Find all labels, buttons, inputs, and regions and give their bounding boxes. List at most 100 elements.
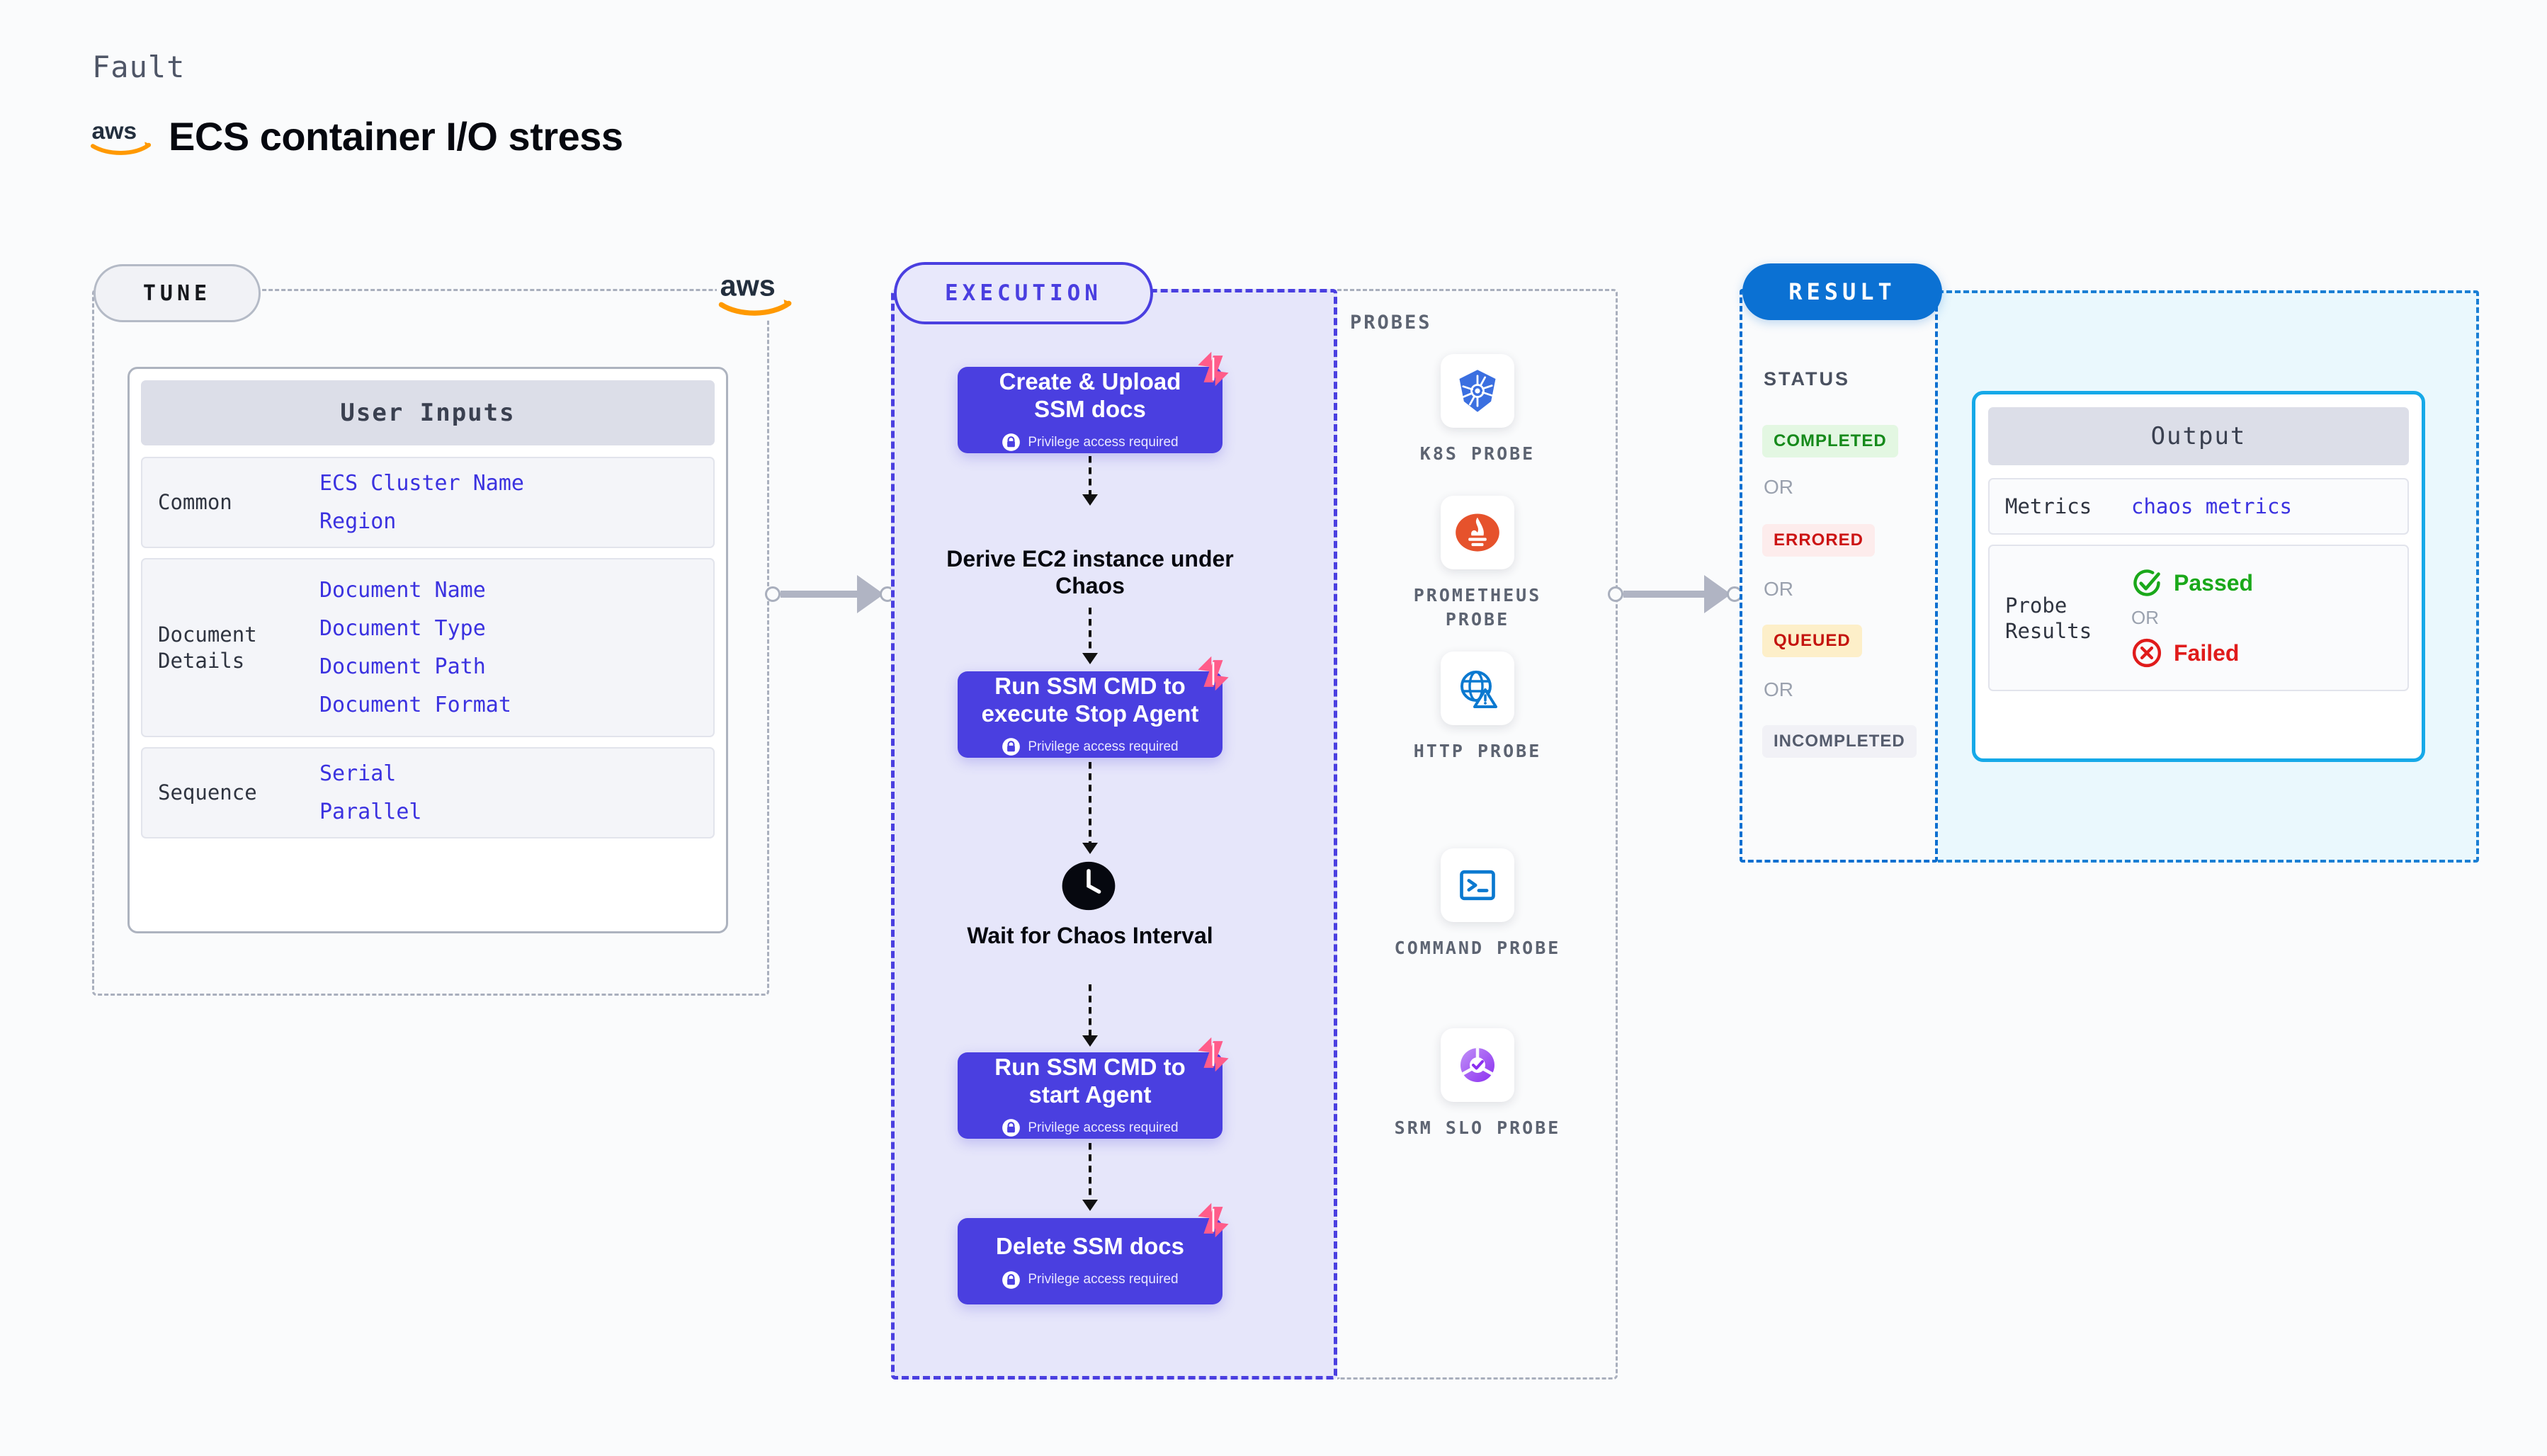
clock-icon	[1062, 861, 1116, 911]
step-title: Run SSM CMD to execute Stop Agent	[981, 672, 1199, 727]
probe-label: HTTP PROBE	[1413, 741, 1542, 761]
arrow-head	[857, 575, 884, 613]
probe-label: PROMETHEUS PROBE	[1413, 585, 1542, 630]
connector-line	[1089, 456, 1091, 496]
fault-eyebrow-label: Fault	[92, 50, 186, 84]
output-title: Output	[1988, 407, 2409, 465]
probe-command[interactable]: COMMAND PROBE	[1392, 848, 1562, 960]
output-metrics-value[interactable]: chaos metrics	[2131, 494, 2292, 519]
input-field-document-name[interactable]: Document Name	[319, 578, 486, 603]
harness-fault-icon	[1198, 1037, 1229, 1072]
harness-fault-icon	[1198, 1202, 1229, 1238]
failed-label: Failed	[2174, 639, 2240, 666]
status-or-label: OR	[1764, 578, 1793, 600]
page-title: ECS container I/O stress	[169, 114, 623, 159]
lock-icon	[1002, 1271, 1021, 1289]
lock-icon	[1002, 738, 1021, 756]
probe-prometheus[interactable]: PROMETHEUS PROBE	[1392, 496, 1562, 632]
probe-icon-wrap	[1441, 354, 1514, 428]
execution-step-run-ssm-stop-agent[interactable]: Run SSM CMD to execute Stop Agent Privil…	[958, 656, 1229, 758]
status-or-label: OR	[1764, 678, 1793, 700]
user-inputs-title: User Inputs	[141, 380, 715, 445]
probe-http[interactable]: HTTP PROBE	[1392, 652, 1562, 763]
privilege-badge: Privilege access required	[1002, 737, 1179, 756]
probe-srm-slo[interactable]: SRM SLO PROBE	[1392, 1028, 1562, 1140]
input-field-document-path[interactable]: Document Path	[319, 654, 486, 679]
input-group-common: Common ECS Cluster Name Region	[141, 457, 715, 548]
arrow-head	[1704, 575, 1731, 613]
step-title: Wait for Chaos Interval	[967, 923, 1213, 948]
connector-line	[1089, 762, 1091, 844]
status-badge-incompleted: INCOMPLETED	[1762, 725, 1917, 758]
output-row-metrics: Metrics chaos metrics	[1988, 478, 2409, 535]
probes-title: PROBES	[1350, 312, 1432, 334]
connector-line	[1089, 608, 1091, 654]
flow-arrow-execution-to-result	[1608, 575, 1742, 613]
lock-icon	[1002, 433, 1021, 452]
kubernetes-icon	[1459, 370, 1496, 412]
step-title: Run SSM CMD to start Agent	[994, 1053, 1186, 1108]
probe-label: SRM SLO PROBE	[1394, 1117, 1561, 1138]
probe-result-passed: Passed	[2131, 567, 2253, 598]
srm-slo-icon	[1460, 1046, 1494, 1082]
result-pill-label: RESULT	[1742, 263, 1942, 320]
connector-arrowhead	[1082, 1200, 1098, 1211]
probe-label: COMMAND PROBE	[1394, 938, 1561, 958]
probe-icon-wrap	[1441, 652, 1514, 725]
tune-pill-label: TUNE	[93, 264, 261, 322]
svg-text:aws: aws	[720, 270, 776, 302]
user-inputs-card: User Inputs Common ECS Cluster Name Regi…	[127, 367, 728, 933]
privilege-badge: Privilege access required	[1002, 1118, 1179, 1137]
input-option-serial[interactable]: Serial	[319, 761, 397, 786]
probe-label: K8S PROBE	[1419, 443, 1536, 464]
execution-step-create-upload-ssm-docs[interactable]: Create & Upload SSM docs Privilege acces…	[958, 351, 1229, 453]
harness-fault-icon	[1198, 351, 1229, 387]
connector-line	[1089, 984, 1091, 1037]
status-or-label: OR	[1764, 476, 1793, 498]
input-option-parallel[interactable]: Parallel	[319, 800, 422, 824]
step-title: Delete SSM docs	[996, 1233, 1184, 1260]
flow-arrow-tune-to-execution	[765, 575, 895, 613]
probe-k8s[interactable]: K8S PROBE	[1392, 354, 1562, 466]
privilege-label: Privilege access required	[1028, 1120, 1179, 1135]
status-badge-errored: ERRORED	[1762, 524, 1876, 557]
input-field-document-type[interactable]: Document Type	[319, 616, 486, 641]
execution-step-wait-for-chaos-interval: Wait for Chaos Interval	[942, 922, 1238, 949]
page-title-row: aws ECS container I/O stress	[91, 113, 623, 159]
input-field-region[interactable]: Region	[319, 509, 397, 534]
output-metrics-label: Metrics	[2005, 494, 2092, 518]
arrow-shaft	[781, 591, 858, 598]
arrow-start-dot	[765, 586, 781, 602]
arrow-shaft	[1623, 591, 1706, 598]
connector-arrowhead	[1082, 843, 1098, 854]
execution-step-delete-ssm-docs[interactable]: Delete SSM docs Privilege access require…	[958, 1202, 1229, 1304]
svg-text:aws: aws	[91, 117, 137, 144]
aws-logo-icon: aws	[91, 117, 152, 155]
aws-logo-icon: aws	[717, 268, 795, 319]
privilege-label: Privilege access required	[1028, 739, 1179, 754]
execution-step-run-ssm-start-agent[interactable]: Run SSM CMD to start Agent Privilege acc…	[958, 1037, 1229, 1139]
connector-arrowhead	[1082, 1035, 1098, 1047]
connector-arrowhead	[1082, 653, 1098, 664]
step-title: Create & Upload SSM docs	[999, 368, 1181, 422]
input-field-document-format[interactable]: Document Format	[319, 693, 511, 717]
http-globe-icon	[1460, 671, 1497, 708]
prometheus-icon	[1456, 513, 1499, 552]
privilege-label: Privilege access required	[1028, 1272, 1179, 1287]
connector-arrowhead	[1082, 494, 1098, 506]
probe-icon-wrap	[1441, 1028, 1514, 1102]
privilege-badge: Privilege access required	[1002, 433, 1179, 452]
probe-icon-wrap	[1441, 496, 1514, 569]
execution-pill-label: EXECUTION	[894, 262, 1153, 324]
arrow-start-dot	[1608, 586, 1623, 602]
input-field-ecs-cluster-name[interactable]: ECS Cluster Name	[319, 471, 524, 496]
privilege-badge: Privilege access required	[1002, 1270, 1179, 1290]
execution-step-derive-ec2-instance: Derive EC2 instance under Chaos	[921, 545, 1259, 600]
harness-fault-icon	[1198, 656, 1229, 691]
connector-line	[1089, 1143, 1091, 1201]
